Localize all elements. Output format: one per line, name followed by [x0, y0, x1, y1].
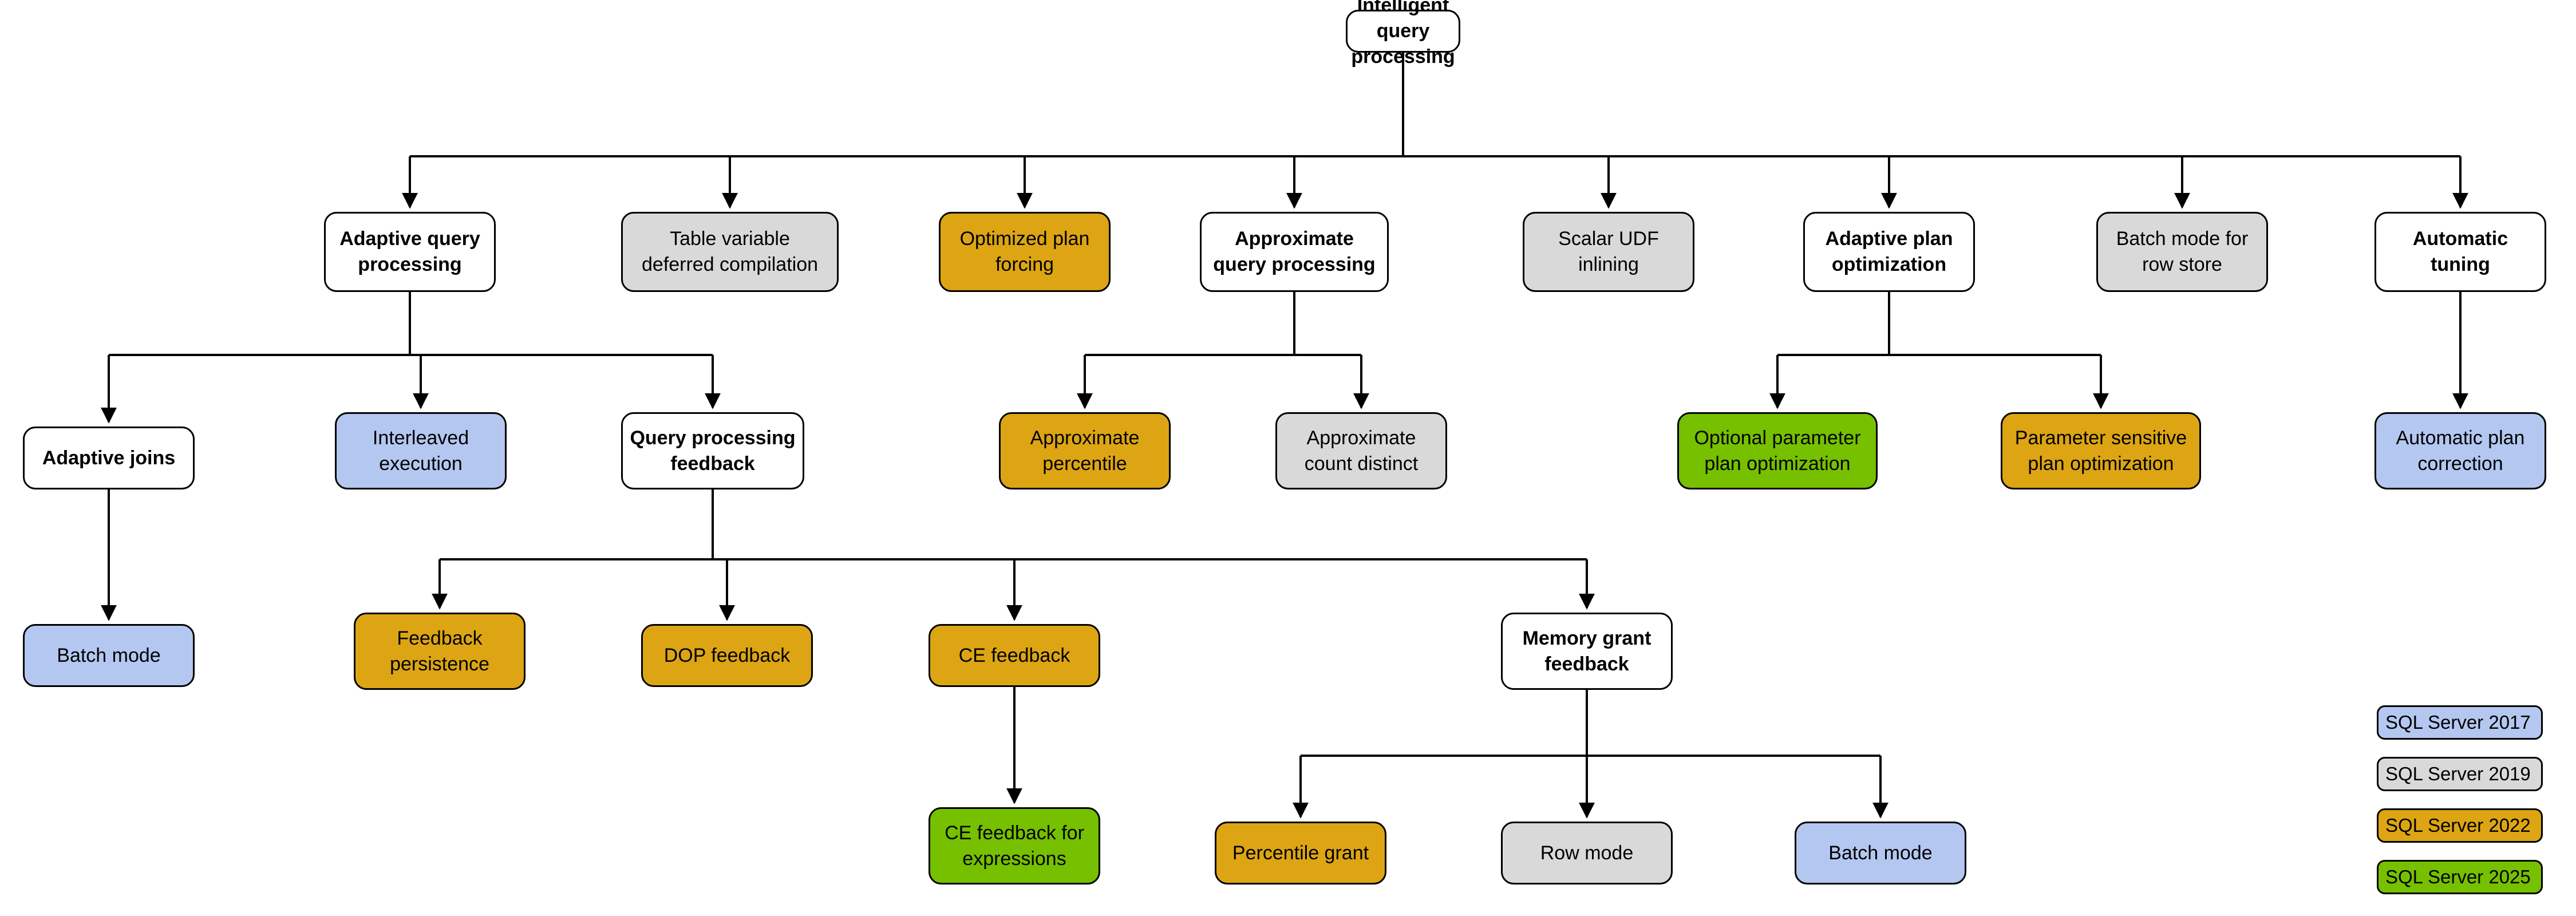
node-opf[interactable]: Optimized plan forcing — [939, 212, 1111, 292]
legend-label: SQL Server 2025 — [2385, 866, 2531, 887]
node-label: Batch mode — [1828, 842, 1933, 864]
node-label: Optimized plan forcing — [959, 228, 1090, 275]
node-rm[interactable]: Row mode — [1501, 822, 1673, 885]
node-label: Parameter sensitive plan optimization — [2014, 427, 2187, 475]
node-pspo[interactable]: Parameter sensitive plan optimization — [2001, 412, 2201, 489]
legend-item-sql-server-2025: SQL Server 2025 — [2377, 860, 2543, 894]
node-oppo[interactable]: Optional parameter plan optimization — [1677, 412, 1878, 489]
node-label: Approximate count distinct — [1304, 427, 1419, 475]
node-aqp[interactable]: Adaptive query processing — [324, 212, 496, 292]
node-ap[interactable]: Approximate percentile — [999, 412, 1171, 489]
node-label: Approximate percentile — [1030, 427, 1140, 475]
node-label: Optional parameter plan optimization — [1694, 427, 1861, 475]
node-apc[interactable]: Automatic plan correction — [2374, 412, 2546, 489]
legend-label: SQL Server 2017 — [2385, 712, 2531, 733]
node-label: Intelligent query processing — [1351, 0, 1455, 68]
node-mgf[interactable]: Memory grant feedback — [1501, 613, 1673, 690]
node-aj[interactable]: Adaptive joins — [23, 427, 195, 489]
node-sudf[interactable]: Scalar UDF inlining — [1523, 212, 1694, 292]
node-label: Scalar UDF inlining — [1558, 228, 1659, 275]
node-label: Memory grant feedback — [1522, 627, 1652, 675]
legend-item-sql-server-2017: SQL Server 2017 — [2377, 705, 2543, 740]
node-label: Percentile grant — [1232, 842, 1369, 864]
node-dopf[interactable]: DOP feedback — [641, 624, 813, 687]
node-tvdc[interactable]: Table variable deferred compilation — [621, 212, 839, 292]
node-bm2[interactable]: Batch mode — [1795, 822, 1966, 885]
node-qpf[interactable]: Query processing feedback — [621, 412, 804, 489]
node-cef[interactable]: CE feedback — [929, 624, 1100, 687]
node-bmrs[interactable]: Batch mode for row store — [2096, 212, 2268, 292]
node-apq[interactable]: Approximate query processing — [1200, 212, 1389, 292]
node-label: Table variable deferred compilation — [641, 228, 819, 275]
node-iqp[interactable]: Intelligent query processing — [1346, 0, 1460, 68]
node-label: Feedback persistence — [390, 627, 489, 675]
node-cefe[interactable]: CE feedback for expressions — [929, 807, 1100, 885]
node-apo[interactable]: Adaptive plan optimization — [1803, 212, 1975, 292]
node-bm1[interactable]: Batch mode — [23, 624, 195, 687]
node-label: Approximate query processing — [1213, 228, 1376, 275]
node-acd[interactable]: Approximate count distinct — [1275, 412, 1447, 489]
node-label: Automatic plan correction — [2396, 427, 2525, 475]
node-label: CE feedback for expressions — [945, 822, 1084, 870]
node-label: DOP feedback — [663, 644, 791, 666]
legend-label: SQL Server 2022 — [2385, 815, 2531, 836]
node-label: Automatic tuning — [2412, 228, 2508, 275]
node-pg[interactable]: Percentile grant — [1215, 822, 1386, 885]
node-label: Adaptive query processing — [339, 228, 480, 275]
node-label: Row mode — [1540, 842, 1634, 864]
node-at[interactable]: Automatic tuning — [2374, 212, 2546, 292]
legend-label: SQL Server 2019 — [2385, 763, 2531, 784]
node-label: Batch mode — [57, 644, 161, 666]
legend-item-sql-server-2022: SQL Server 2022 — [2377, 808, 2543, 843]
node-label: Batch mode for row store — [2116, 228, 2249, 275]
node-ie[interactable]: Interleaved execution — [335, 412, 507, 489]
node-label: Interleaved execution — [372, 427, 469, 475]
node-fp[interactable]: Feedback persistence — [354, 613, 526, 690]
node-label: Query processing feedback — [630, 427, 796, 475]
legend-item-sql-server-2019: SQL Server 2019 — [2377, 757, 2543, 791]
node-label: Adaptive plan optimization — [1825, 228, 1953, 275]
node-label: CE feedback — [958, 644, 1070, 666]
node-label: Adaptive joins — [42, 447, 176, 469]
